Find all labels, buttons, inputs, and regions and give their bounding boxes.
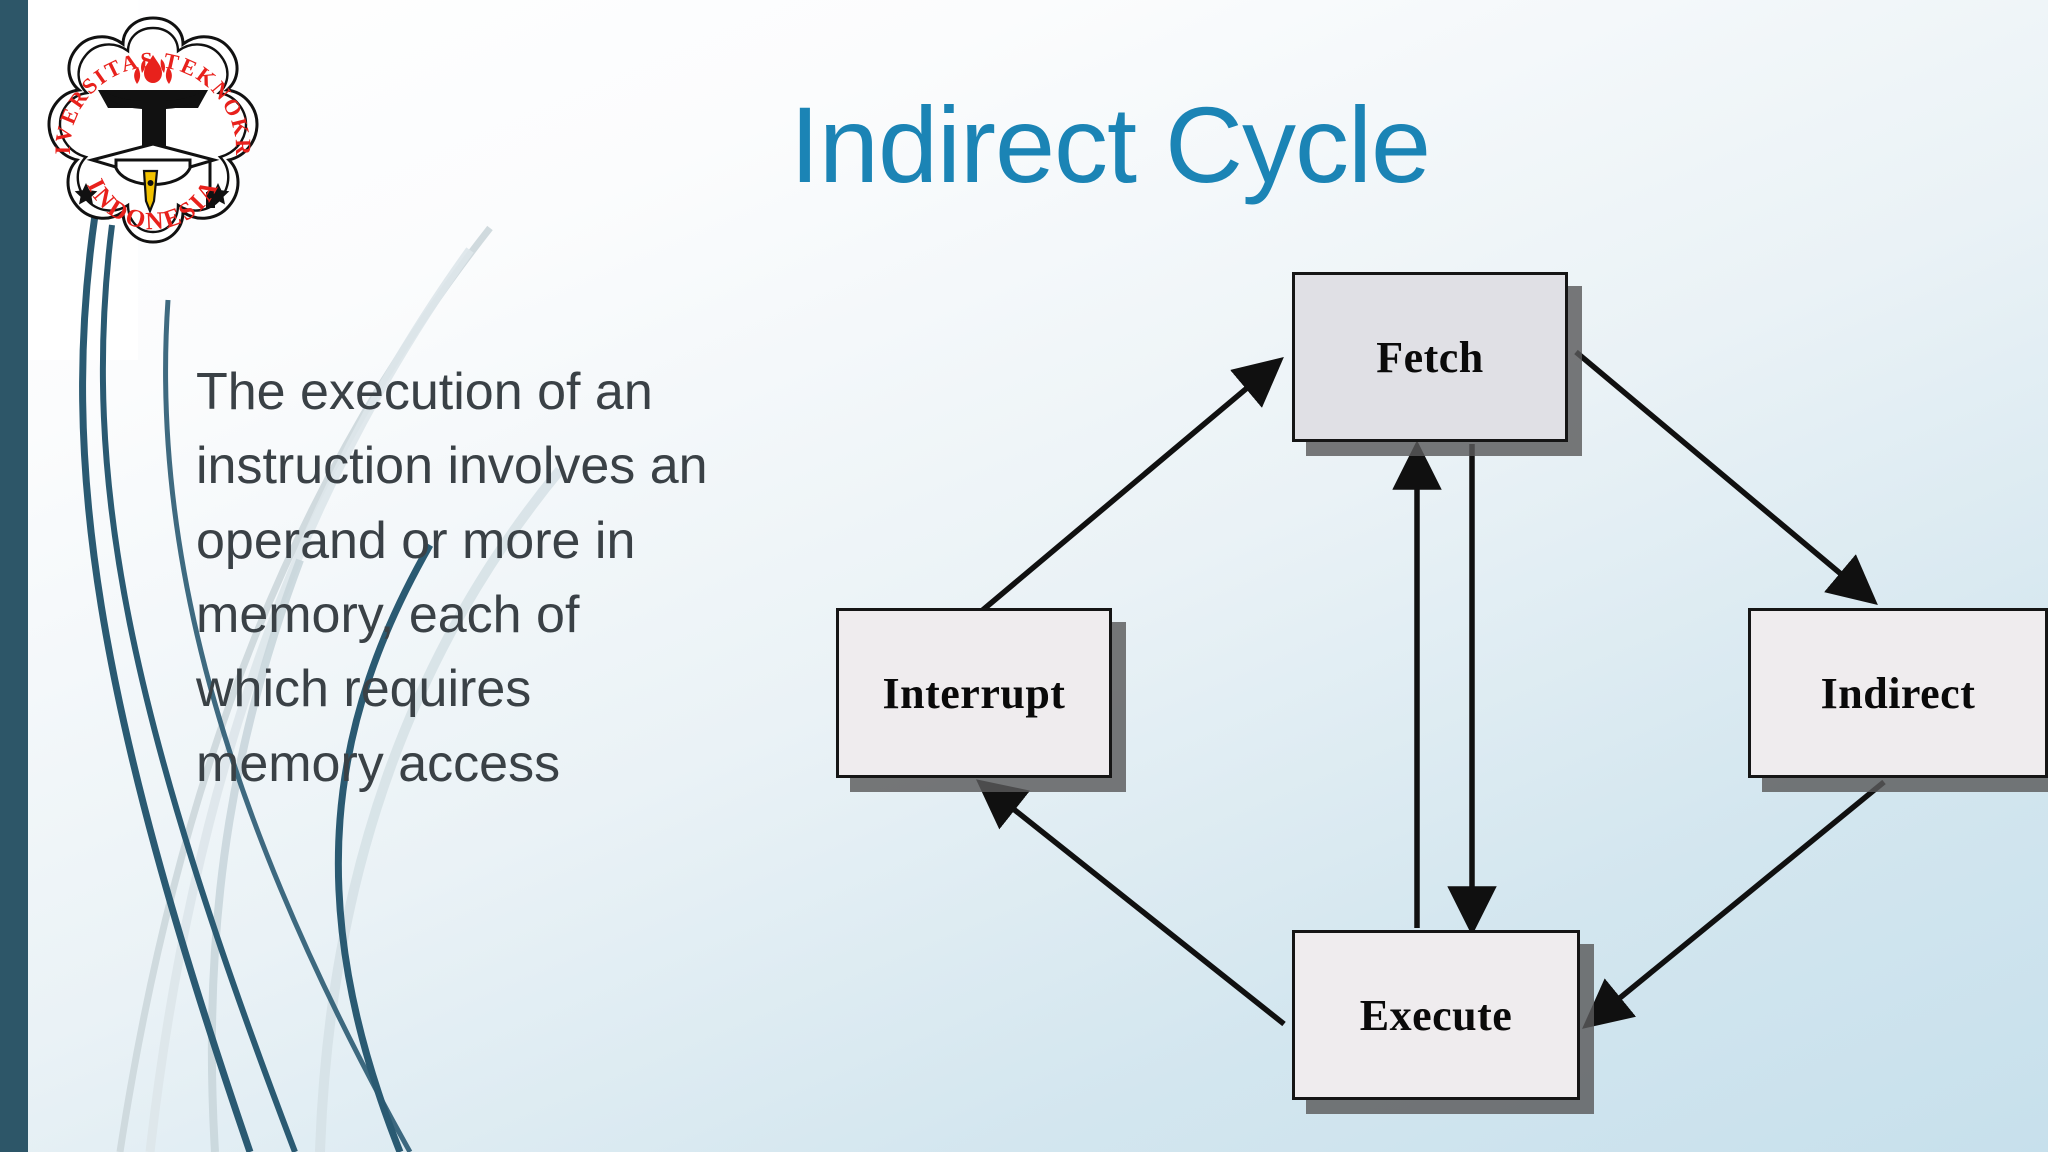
body-line-6: memory access bbox=[196, 734, 561, 793]
node-indirect[interactable]: Indirect bbox=[1748, 608, 2048, 778]
edge-fetch-to-indirect bbox=[1574, 349, 1878, 605]
body-line-4: memory, each of bbox=[196, 586, 580, 645]
node-fetch[interactable]: Fetch bbox=[1292, 272, 1568, 442]
body-line-3: operand or more in bbox=[196, 511, 636, 570]
edge-interrupt-to-fetch bbox=[976, 357, 1284, 617]
body-line-5: which requires bbox=[196, 660, 532, 719]
slide-body-text: The execution of an instruction involves… bbox=[196, 355, 836, 801]
node-interrupt[interactable]: Interrupt bbox=[836, 608, 1112, 778]
edge-execute-to-interrupt bbox=[975, 779, 1286, 1027]
edge-indirect-to-execute bbox=[1582, 779, 1886, 1029]
decor-left-bar bbox=[0, 0, 28, 1152]
slide-title: Indirect Cycle bbox=[789, 84, 1431, 205]
node-execute[interactable]: Execute bbox=[1292, 930, 1580, 1100]
body-line-1: The execution of an bbox=[196, 363, 653, 421]
body-line-2: instruction involves an bbox=[196, 437, 708, 496]
